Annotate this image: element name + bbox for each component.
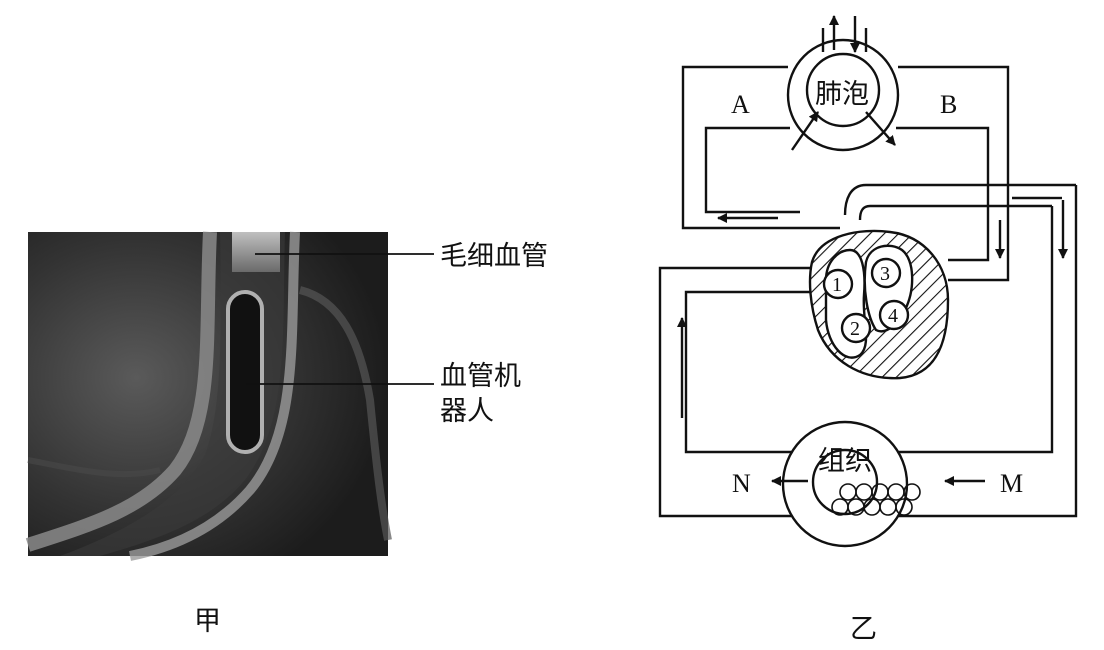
label-capillary: 毛细血管: [440, 241, 548, 272]
label-tissue: 组织: [818, 446, 872, 477]
label-M: M: [1000, 469, 1023, 498]
label-robot-line1: 血管机: [440, 361, 521, 392]
caption-yi: 乙: [850, 614, 877, 645]
robot-capsule: [226, 290, 264, 454]
label-N: N: [732, 469, 751, 498]
tissue-cells: [831, 483, 921, 516]
chamber-4: 4: [888, 305, 898, 327]
caption-jia: 甲: [194, 606, 221, 637]
label-B: B: [940, 90, 957, 119]
chamber-1: 1: [832, 274, 842, 296]
circulation-diagram: [658, 15, 1078, 548]
chamber-2: 2: [850, 318, 860, 340]
label-A: A: [731, 90, 750, 119]
label-robot-line2: 器人: [440, 396, 494, 427]
photo-panel: [25, 231, 392, 561]
label-alveolus: 肺泡: [815, 79, 869, 110]
chamber-3: 3: [880, 263, 890, 285]
alveolus-inner: [805, 52, 881, 128]
